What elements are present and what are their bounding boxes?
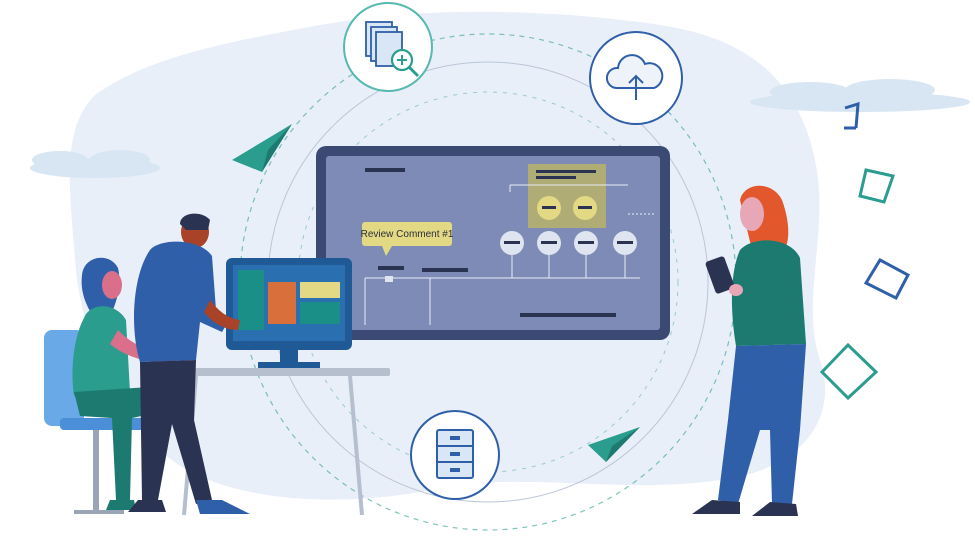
standing-woman xyxy=(692,185,806,516)
seated-woman xyxy=(72,257,177,510)
file-cabinet-icon xyxy=(410,410,500,500)
documents-add-icon xyxy=(343,2,433,92)
music-note-icon xyxy=(844,101,860,130)
cloud-upload-icon xyxy=(589,31,683,125)
small-monitor xyxy=(226,258,352,368)
review-comment-bubble xyxy=(362,222,452,246)
music-note-icon xyxy=(863,258,911,301)
standing-man xyxy=(128,213,250,514)
paper-plane-icon xyxy=(232,124,292,172)
music-note-icon xyxy=(858,168,895,204)
big-monitor xyxy=(316,146,670,340)
cloud-wisp-left xyxy=(30,150,160,178)
cloud-wisp-right xyxy=(750,79,970,112)
orbit-dashed-inner xyxy=(297,91,679,473)
music-note-icon xyxy=(819,342,879,401)
paper-plane-icon xyxy=(588,427,640,462)
